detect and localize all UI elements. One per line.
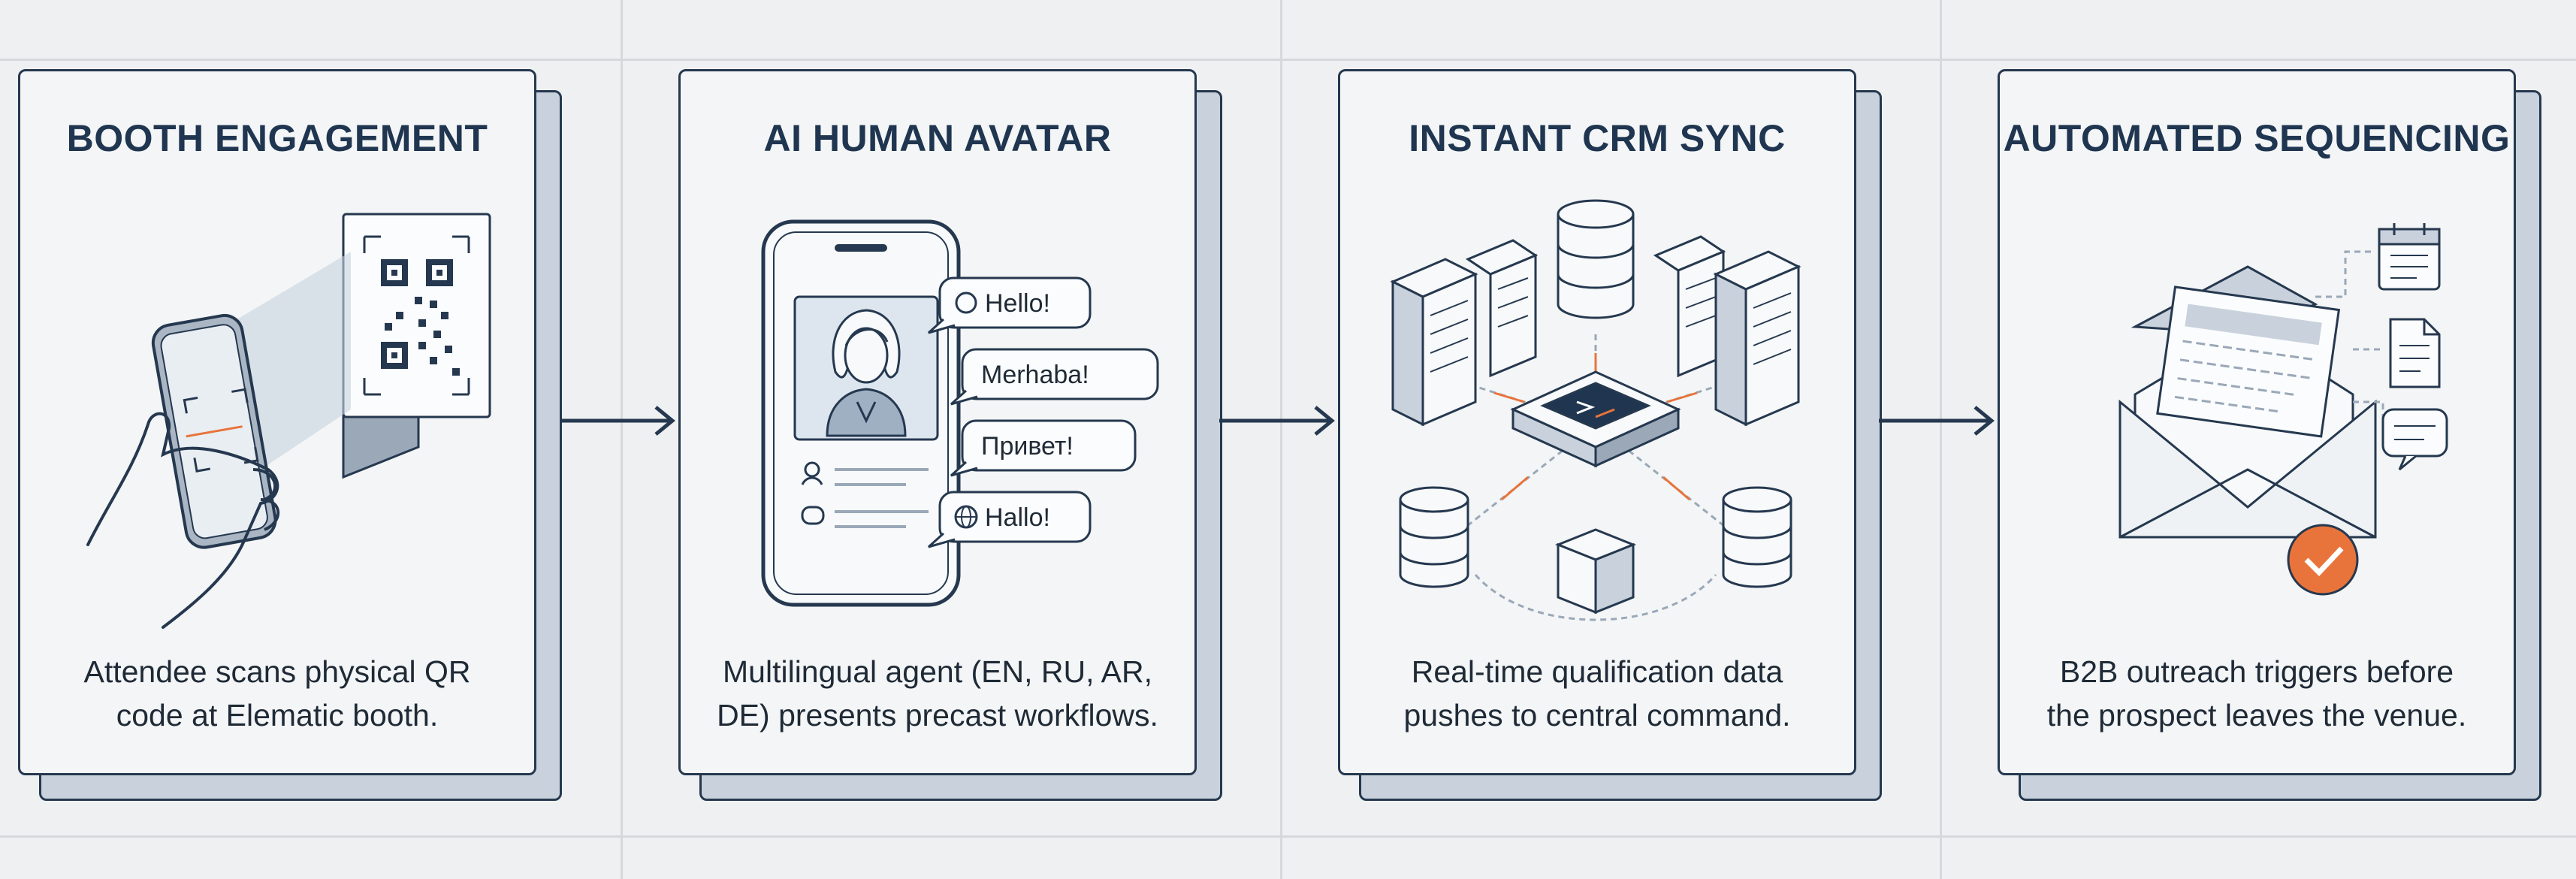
step-title: BOOTH ENGAGEMENT bbox=[66, 117, 488, 159]
step-card-instant-crm-sync: INSTANT CRM SYNC bbox=[1338, 69, 1882, 801]
desc-line: Multilingual agent (EN, RU, AR, bbox=[723, 654, 1152, 689]
grid-line bbox=[1280, 0, 1282, 879]
arrow-right-icon bbox=[1879, 406, 1995, 436]
chat-bubble-merhaba: Merhaba! bbox=[950, 348, 1159, 406]
grid-line bbox=[621, 0, 623, 879]
bubble-text: Merhaba! bbox=[981, 361, 1089, 389]
step-description: Real-time qualification data pushes to c… bbox=[1370, 650, 1824, 737]
arrow-right-icon bbox=[1219, 406, 1335, 436]
server-network-icon bbox=[1340, 184, 1854, 635]
email-sequence-icon bbox=[2000, 184, 2514, 635]
chat-bubble-privet: Привет! bbox=[950, 419, 1137, 477]
grid-line bbox=[1940, 0, 1942, 879]
desc-line: pushes to central command. bbox=[1403, 698, 1791, 732]
card-body: INSTANT CRM SYNC bbox=[1338, 69, 1856, 775]
step-title: AI HUMAN AVATAR bbox=[763, 117, 1112, 159]
avatar-phone-icon: Hello! Merhaba! Привет! bbox=[681, 184, 1194, 635]
grid-line bbox=[0, 835, 2576, 838]
step-card-ai-human-avatar: AI HUMAN AVATAR bbox=[678, 69, 1222, 801]
chat-bubble-hello: Hello! bbox=[927, 276, 1092, 334]
step-card-booth-engagement: BOOTH ENGAGEMENT bbox=[18, 69, 562, 801]
desc-line: the prospect leaves the venue. bbox=[2046, 698, 2467, 732]
desc-line: DE) presents precast workflows. bbox=[717, 698, 1158, 732]
step-title: AUTOMATED SEQUENCING bbox=[2003, 117, 2511, 159]
arrow-right-icon bbox=[560, 406, 675, 436]
bubble-text: Привет! bbox=[981, 432, 1074, 461]
bubble-text: Hallo! bbox=[985, 503, 1050, 532]
grid-line bbox=[0, 59, 2576, 61]
desc-line: Attendee scans physical QR bbox=[83, 654, 471, 689]
card-body: BOOTH ENGAGEMENT bbox=[18, 69, 536, 775]
step-description: Multilingual agent (EN, RU, AR, DE) pres… bbox=[711, 650, 1164, 737]
chat-bubble-hallo: Hallo! bbox=[927, 491, 1092, 548]
phone-scan-qr-icon bbox=[20, 184, 534, 635]
desc-line: Real-time qualification data bbox=[1411, 654, 1783, 689]
step-description: Attendee scans physical QR code at Elema… bbox=[50, 650, 504, 737]
step-description: B2B outreach triggers before the prospec… bbox=[2030, 650, 2484, 737]
desc-line: B2B outreach triggers before bbox=[2059, 654, 2454, 689]
card-body: AUTOMATED SEQUENCING bbox=[1998, 69, 2516, 775]
desc-line: code at Elematic booth. bbox=[116, 698, 439, 732]
card-body: AI HUMAN AVATAR bbox=[678, 69, 1197, 775]
step-title: INSTANT CRM SYNC bbox=[1409, 117, 1786, 159]
bubble-text: Hello! bbox=[985, 289, 1050, 318]
step-card-automated-sequencing: AUTOMATED SEQUENCING bbox=[1998, 69, 2541, 801]
